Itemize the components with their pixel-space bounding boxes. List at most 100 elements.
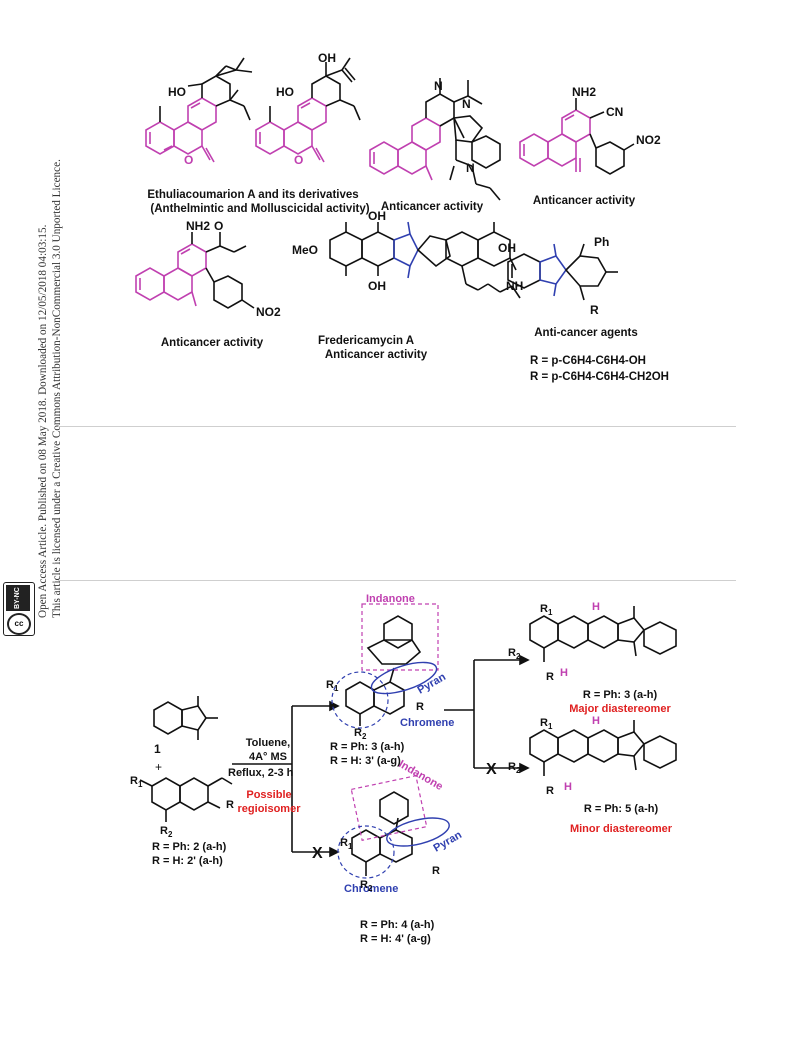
atom-nh2-e: NH2	[186, 219, 210, 233]
regioisomer-line-1: Possible	[246, 789, 292, 801]
compound-3-h: R = H: 3' (a-g)	[330, 755, 401, 767]
r-label-major: R	[546, 671, 554, 683]
atom-oh-b: OH	[318, 51, 336, 65]
compound-2-ph: R = Ph: 2 (a-h)	[152, 841, 227, 853]
r2-label-3: R2	[354, 727, 367, 741]
atom-oh-f2: OH	[368, 279, 386, 293]
tag-pyran-top: Pyran	[416, 671, 449, 697]
atom-ho-b: HO	[276, 85, 294, 99]
atom-n-c3: N	[466, 161, 475, 175]
major-diastereomer-title: Major diastereomer	[569, 703, 671, 715]
atom-oh-f1: OH	[368, 209, 386, 223]
aminochromene-ester-structure	[135, 232, 255, 309]
caption-anticancer-3: Anticancer activity	[161, 337, 264, 349]
r-label-4: R	[432, 865, 440, 877]
possible-regioisomer-note: Possible regioisomer	[234, 788, 304, 816]
tag-pyran-bottom: Pyran	[432, 829, 465, 855]
minor-diastereomer-title: Minor diastereomer	[569, 823, 673, 835]
major-compound: R = Ph: 3 (a-h)	[582, 689, 658, 701]
ethuliacoumarion-derivative-structure	[255, 57, 361, 163]
cc-icon: cc	[7, 613, 31, 635]
indanone-box-bottom	[350, 774, 428, 842]
compound-1-structure	[153, 696, 218, 740]
pyran-ring-top	[370, 661, 438, 695]
figure-bioactive-compounds: HO HO OH O O N N N NH2 CN NO2 NH2 O NO2 …	[135, 51, 669, 383]
atom-o-e1: O	[214, 219, 223, 233]
compound-1-number: 1	[154, 742, 161, 756]
atom-o-a1: O	[184, 153, 193, 167]
compound-3-labels: R = Ph: 3 (a-h) R = H: 3' (a-g)	[330, 740, 404, 768]
caption-r-2: R = p-C6H4-C6H4-CH2OH	[530, 371, 669, 383]
r2-label-4: R2	[360, 879, 373, 893]
compound-4-h: R = H: 4' (a-g)	[360, 933, 431, 945]
major-diastereomer-labels: R = Ph: 3 (a-h) Major diastereomer	[560, 688, 680, 716]
h-label-major-2: H	[560, 667, 568, 679]
r-label-3: R	[416, 701, 424, 713]
divider-top	[58, 426, 736, 427]
condition-reflux: Reflux, 2-3 h	[228, 767, 294, 779]
major-diastereomer-structure	[529, 606, 677, 662]
atom-ph-g: Ph	[594, 235, 609, 249]
atom-n-c1: N	[434, 79, 443, 93]
caption-ethulia: Ethuliacoumarion A and its derivatives	[147, 189, 358, 201]
compound-2-h: R = H: 2' (a-h)	[152, 855, 223, 867]
fredericamycin-structure	[329, 221, 521, 299]
spiro-pyrimidine-structure	[369, 78, 501, 201]
caption-r-1: R = p-C6H4-C6H4-OH	[530, 355, 646, 367]
tag-chromene-top: Chromene	[400, 717, 454, 729]
cc-by-nc-badge[interactable]: BY-NC cc	[3, 582, 35, 636]
minor-diastereomer-labels: R = Ph: 5 (a-h) Minor diastereomer	[556, 802, 686, 836]
atom-cn-d: CN	[606, 105, 623, 119]
conditions: Toluene, 4A° MS	[238, 736, 298, 764]
caption-fredericamycin: Fredericamycin A	[318, 335, 414, 347]
atom-n-c2: N	[462, 97, 471, 111]
minor-diastereomer-structure	[529, 720, 677, 776]
chromene-ring-bottom	[337, 825, 395, 879]
reaction-scheme: X X Indanone Pyran Chromene Indanone Pyr…	[130, 593, 677, 895]
aminochromene-nitrile-structure	[519, 98, 635, 175]
r2-label-major: R2	[508, 647, 521, 661]
caption-anticancer-1: Anticancer activity	[381, 201, 484, 213]
caption-anticancer-agents: Anti-cancer agents	[534, 327, 638, 339]
atom-nh-f: NH	[506, 279, 523, 293]
r1-label-minor: R1	[540, 717, 553, 731]
regioisomer-line-2: regioisomer	[237, 803, 301, 815]
r1-label-4: R1	[340, 837, 353, 851]
r2-label-2: R2	[160, 825, 173, 839]
r1-label-3: R1	[326, 679, 339, 693]
condition-solvent: Toluene,	[245, 737, 291, 749]
atom-meo-f: MeO	[292, 243, 318, 257]
compound-4-labels: R = Ph: 4 (a-h) R = H: 4' (a-g)	[360, 918, 434, 946]
atom-ho-a: HO	[168, 85, 186, 99]
atom-nh2-d: NH2	[572, 85, 596, 99]
atom-no2-d: NO2	[636, 133, 661, 147]
blocked-marker-2: X	[486, 761, 497, 778]
atom-o-b1: O	[294, 153, 303, 167]
blocked-marker-1: X	[312, 845, 323, 862]
r1-label-2: R1	[130, 775, 143, 789]
atom-oh-f3: OH	[498, 241, 516, 255]
pyran-ring-bottom	[386, 817, 450, 847]
compound-3-ph: R = Ph: 3 (a-h)	[330, 741, 405, 753]
caption-ethulia-activity: (Anthelmintic and Molluscicidal activity…	[150, 203, 369, 215]
h-label-major-1: H	[592, 601, 600, 613]
spiroindanedione-structure	[507, 243, 618, 301]
divider-bottom	[58, 580, 736, 581]
atom-r-g: R	[590, 303, 599, 317]
compound-3-structure	[345, 615, 422, 726]
ethuliacoumarion-structure	[145, 57, 253, 163]
condition-sieves: 4A° MS	[248, 751, 288, 763]
tag-chromene-bottom: Chromene	[344, 883, 398, 895]
plus-sign: +	[155, 760, 163, 774]
compound-2-structure	[139, 777, 233, 822]
caption-anticancer-2: Anticancer activity	[533, 195, 636, 207]
h-label-minor-1: H	[592, 715, 600, 727]
r-label-minor: R	[546, 785, 554, 797]
license-sidebar: Open Access Article. Published on 08 May…	[0, 0, 63, 1039]
r-label-2: R	[226, 799, 234, 811]
caption-fredericamycin-activity: Anticancer activity	[325, 349, 428, 361]
chromene-ring-top	[331, 671, 389, 729]
tag-indanone-top: Indanone	[366, 593, 415, 605]
atom-no2-e: NO2	[256, 305, 281, 319]
r2-label-minor: R2	[508, 761, 521, 775]
